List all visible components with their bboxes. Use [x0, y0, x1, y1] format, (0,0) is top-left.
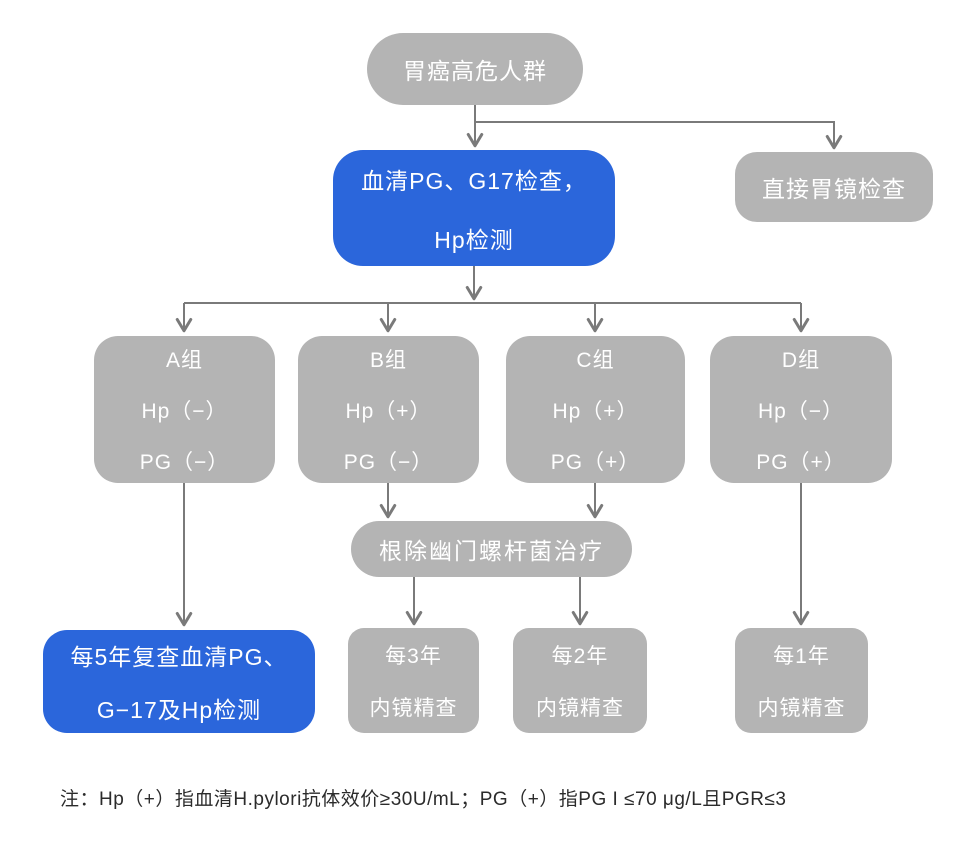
node-group-d: D组 Hp（−） PG（+） [710, 336, 892, 483]
node-label: B组 [369, 348, 407, 372]
node-recheck-every-5-years: 每5年复查血清PG、 G−17及Hp检测 [43, 630, 315, 733]
node-label: 内镜精查 [369, 696, 458, 720]
edge-top-to-direct [476, 121, 843, 150]
node-label: 每3年 [385, 644, 442, 668]
node-label: Hp（+） [345, 399, 432, 423]
node-group-c: C组 Hp（+） PG（+） [506, 336, 685, 483]
node-label: PG（−） [139, 450, 230, 474]
node-endoscopy-every-1-year: 每1年 内镜精查 [735, 628, 868, 733]
node-label: 内镜精查 [757, 696, 846, 720]
node-label: G−17及Hp检测 [96, 697, 262, 723]
node-label: D组 [781, 348, 821, 372]
node-hp-eradication-treatment: 根除幽门螺杆菌治疗 [351, 521, 632, 577]
node-direct-gastroscopy: 直接胃镜检查 [735, 152, 933, 222]
node-group-b: B组 Hp（+） PG（−） [298, 336, 479, 483]
footnote: 注：Hp（+）指血清H.pylori抗体效价≥30U/mL；PG（+）指PG I… [60, 789, 787, 810]
node-label: 每2年 [551, 644, 609, 668]
node-group-a: A组 Hp（−） PG（−） [94, 336, 275, 483]
node-label: C组 [576, 348, 615, 372]
node-endoscopy-every-2-years: 每2年 内镜精查 [513, 628, 647, 733]
node-label: 血清PG、G17检查， [361, 167, 587, 194]
node-label: Hp（−） [757, 399, 845, 423]
node-label: 内镜精查 [536, 696, 624, 720]
node-label: PG（+） [550, 450, 641, 474]
node-label: PG（−） [343, 450, 434, 474]
node-serum-pg-g17-hp-test: 血清PG、G17检查， Hp检测 [333, 150, 615, 266]
node-label: PG（+） [756, 450, 846, 474]
node-label: Hp（+） [552, 399, 639, 423]
node-endoscopy-every-3-years: 每3年 内镜精查 [348, 628, 479, 733]
node-label: 每1年 [773, 644, 830, 668]
node-label: A组 [165, 348, 203, 372]
node-label: 每5年复查血清PG、 [70, 644, 288, 670]
node-label: 根除幽门螺杆菌治疗 [379, 538, 604, 564]
node-label: Hp（−） [141, 399, 228, 423]
node-high-risk-population: 胃癌高危人群 [367, 33, 583, 105]
node-label: 胃癌高危人群 [403, 58, 547, 84]
node-label: 直接胃镜检查 [762, 176, 906, 202]
node-label: Hp检测 [434, 226, 514, 253]
